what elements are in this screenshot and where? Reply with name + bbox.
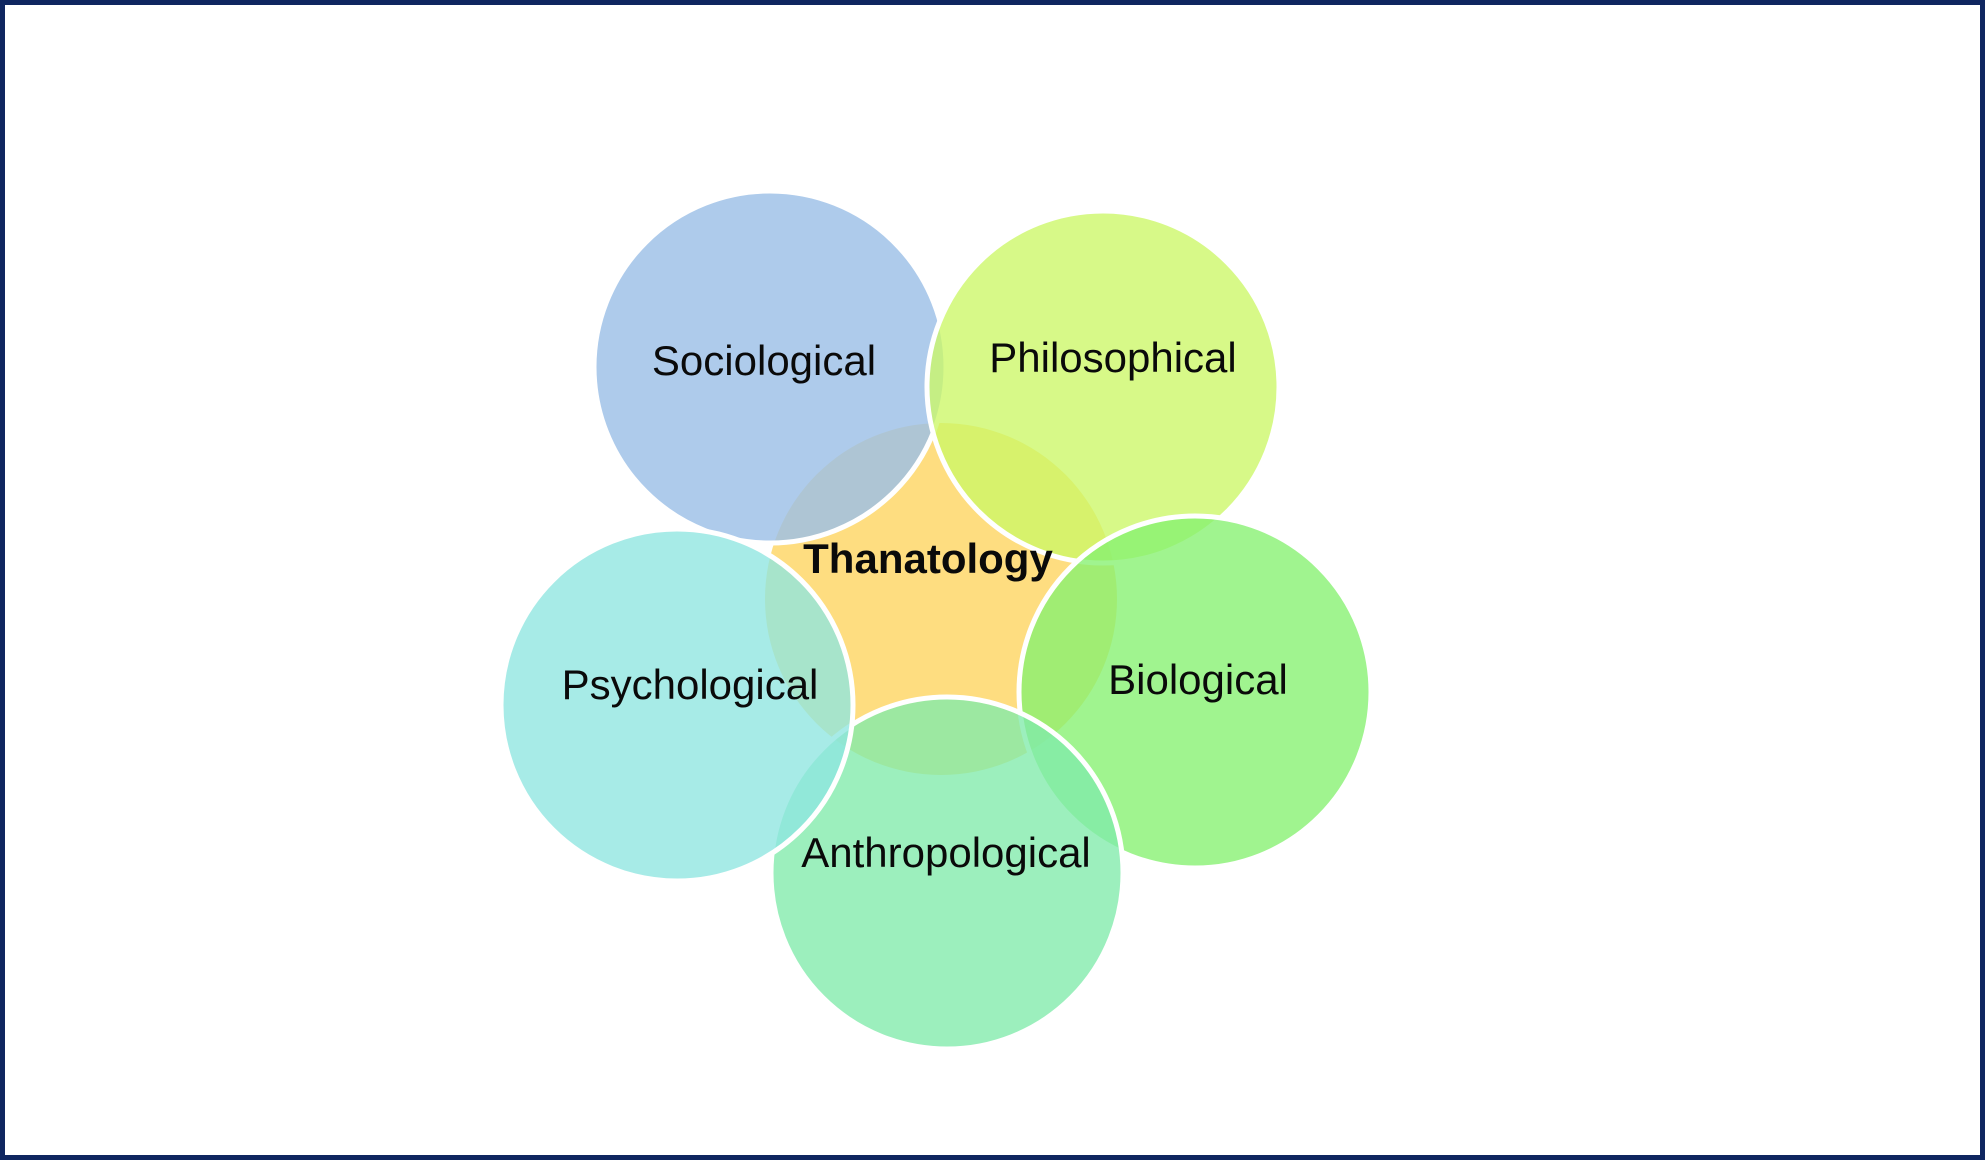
petal-label-anthropological: Anthropological (801, 829, 1091, 876)
petal-label-biological: Biological (1108, 656, 1288, 703)
petal-circle-philosophical (924, 208, 1282, 566)
petal-circle-anthropological (768, 694, 1126, 1052)
petal-circle-biological (1016, 513, 1374, 871)
petal-label-sociological: Sociological (652, 337, 876, 384)
thanatology-venn-diagram: Sociological Philosophical Biological An… (498, 188, 1374, 1052)
center-label-thanatology: Thanatology (803, 535, 1053, 582)
petal-label-philosophical: Philosophical (989, 334, 1237, 381)
petal-circle-psychological (498, 526, 856, 884)
petal-label-psychological: Psychological (562, 661, 819, 708)
